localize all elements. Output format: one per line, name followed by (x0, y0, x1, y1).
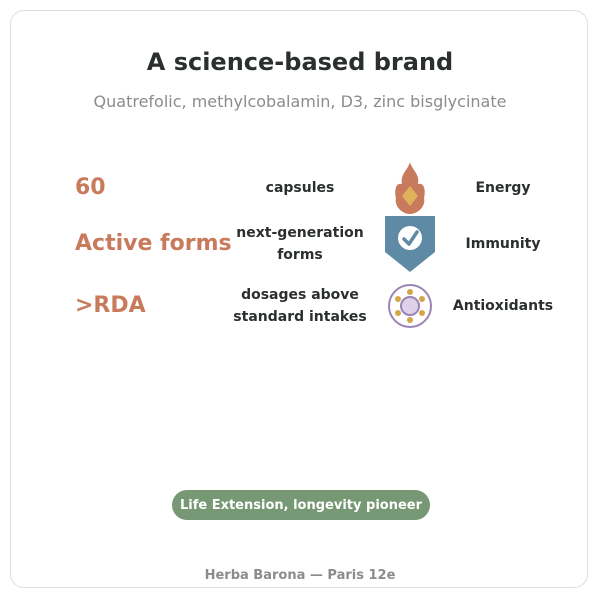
stat-value: 60 (75, 175, 106, 200)
feature-row: >RDA dosages above standard intakes Anti… (0, 276, 600, 336)
brand-badge: Life Extension, longevity pioneer (172, 490, 430, 520)
shield-check-icon (382, 214, 438, 274)
page-title: A science-based brand (146, 48, 454, 76)
molecule-icon (382, 276, 438, 336)
stat-description: capsules (265, 180, 335, 196)
benefit-label: Antioxidants (452, 298, 554, 314)
stat-value: Active forms (75, 231, 232, 256)
benefit-label: Energy (475, 180, 531, 196)
stat-description: dosages above standard intakes (233, 287, 367, 325)
footer-location: Herba Barona — Paris 12e (204, 568, 396, 583)
benefit-label: Immunity (465, 236, 541, 252)
feature-row: 60 capsules Energy (0, 158, 600, 218)
stat-description: next-generation forms (236, 225, 364, 263)
page-subtitle: Quatrefolic, methylcobalamin, D3, zinc b… (93, 92, 507, 111)
feature-row: Active forms next-generation forms Immun… (0, 214, 600, 274)
stat-value: >RDA (75, 293, 146, 318)
flame-icon (382, 158, 438, 218)
